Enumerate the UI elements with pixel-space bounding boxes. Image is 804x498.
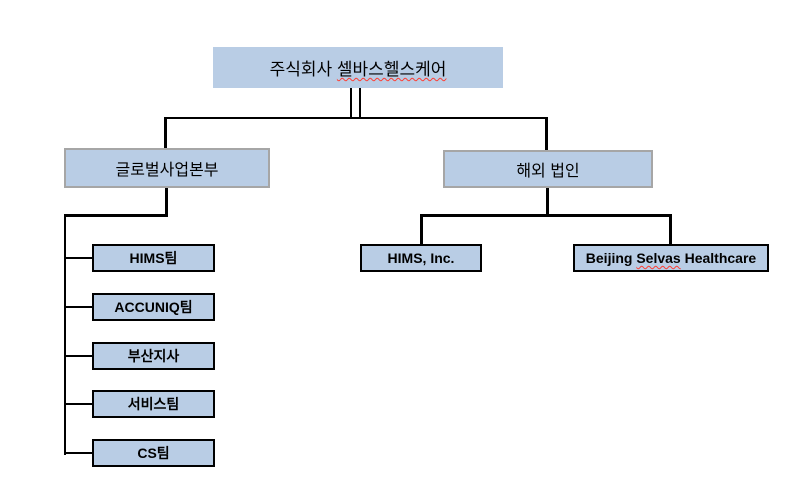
org-node-busan-branch: 부산지사 [92, 342, 215, 370]
org-node-beijing-selvas-healthcare: Beijing Selvas Healthcare [573, 244, 769, 272]
hims-team-label: HIMS팀 [129, 250, 178, 266]
connector-root-to-overseas-vertical [359, 88, 361, 119]
global-division-label: 글로벌사업본부 [115, 162, 219, 179]
org-node-hims-team: HIMS팀 [92, 244, 215, 272]
connector-drop-beijing [669, 214, 672, 244]
connector-root-to-division-vertical [350, 88, 352, 119]
connector-stub-hims-team [65, 257, 92, 259]
connector-overseas-horizontal [420, 214, 672, 217]
spellcheck-marked-text: Selvas [636, 250, 681, 266]
cs-team-label: CS팀 [137, 445, 170, 461]
connector-overseas-down [546, 188, 549, 217]
beijing-label: Beijing Selvas Healthcare [585, 250, 757, 266]
org-node-overseas-corporation: 해외 법인 [443, 150, 653, 188]
connector-drop-overseas [545, 117, 548, 150]
org-node-cs-team: CS팀 [92, 439, 215, 467]
org-node-hims-inc: HIMS, Inc. [360, 244, 482, 272]
connector-drop-hims-inc [420, 214, 423, 244]
busan-branch-label: 부산지사 [127, 348, 180, 364]
connector-division-down [165, 188, 168, 217]
spellcheck-marked-text: 셀바스헬스케어 [336, 60, 447, 79]
connector-stub-busan-branch [65, 355, 92, 357]
connector-teams-spine [64, 214, 66, 455]
hims-inc-label: HIMS, Inc. [387, 250, 455, 266]
connector-drop-division [164, 117, 167, 148]
root-company-label: 주식회사 셀바스헬스케어 [269, 60, 447, 79]
org-node-service-team: 서비스팀 [92, 390, 215, 418]
connector-stub-accuniq-team [65, 306, 92, 308]
org-node-root-company: 주식회사 셀바스헬스케어 [213, 47, 503, 88]
org-node-accuniq-team: ACCUNIQ팀 [92, 293, 215, 321]
connector-division-elbow [64, 214, 168, 217]
overseas-label: 해외 법인 [516, 163, 580, 180]
org-node-global-business-division: 글로벌사업본부 [64, 148, 270, 188]
connector-stub-cs-team [65, 452, 92, 454]
accuniq-team-label: ACCUNIQ팀 [114, 299, 193, 315]
connector-stub-service-team [65, 403, 92, 405]
service-team-label: 서비스팀 [127, 396, 180, 412]
connector-level2-horizontal [164, 117, 548, 119]
